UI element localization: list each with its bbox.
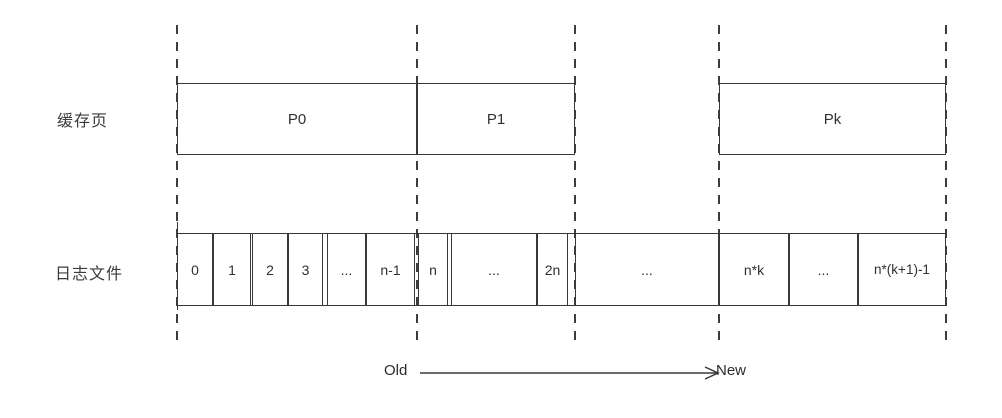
dashed-boundary-line xyxy=(176,25,178,341)
log-cell: 2 xyxy=(252,234,288,305)
log-cell-label: ... xyxy=(641,261,653,278)
log-cell: n xyxy=(418,234,448,305)
new-label: New xyxy=(716,362,747,379)
log-cell: n-1 xyxy=(366,234,415,305)
cache-page-label: P0 xyxy=(287,110,307,128)
cache-page-label: Pk xyxy=(823,110,842,128)
dashed-boundary-line xyxy=(574,25,576,341)
log-cell-ellipsis: ... xyxy=(789,234,858,305)
log-file-strip: 0 1 2 3 ... n-1 n ... 2n ... n*k ... n*(… xyxy=(177,233,946,306)
cache-page-box-p0: P0 xyxy=(177,83,417,155)
log-cell-label: ... xyxy=(488,261,500,278)
log-file-row-label: 日志文件 xyxy=(55,266,124,283)
dashed-boundary-line xyxy=(718,25,720,341)
log-cell-ellipsis: ... xyxy=(451,234,537,305)
log-cell: 2n xyxy=(537,234,568,305)
log-cell-label: n-1 xyxy=(380,261,401,278)
old-to-new-arrow xyxy=(420,366,720,380)
log-cell-label: 0 xyxy=(191,261,199,278)
log-cell: n*(k+1)-1 xyxy=(858,234,946,305)
dashed-boundary-line xyxy=(416,25,418,341)
log-cell-label: n xyxy=(429,261,437,278)
log-cell: 0 xyxy=(177,234,213,305)
log-cell: n*k xyxy=(719,234,789,305)
dashed-boundary-line xyxy=(945,25,947,341)
log-cell-label: ... xyxy=(340,261,353,278)
cache-page-box-p1: P1 xyxy=(417,83,575,155)
log-cell: 3 xyxy=(288,234,323,305)
log-cell-label: 3 xyxy=(301,261,310,278)
log-cell-label: 2n xyxy=(544,261,561,278)
log-cell-label: n*(k+1)-1 xyxy=(874,262,930,277)
log-cell-label: 2 xyxy=(266,261,274,278)
cache-page-box-pk: Pk xyxy=(719,83,946,155)
log-cell-label: ... xyxy=(817,261,830,278)
log-cell-ellipsis: ... xyxy=(327,234,366,305)
cache-page-label: P1 xyxy=(486,110,506,128)
log-cell: 1 xyxy=(213,234,251,305)
log-cell-label: n*k xyxy=(743,261,765,278)
log-cell-ellipsis: ... xyxy=(575,234,719,305)
log-cell-label: 1 xyxy=(228,261,236,278)
old-label: Old xyxy=(384,362,408,379)
cache-pages-row-label: 缓存页 xyxy=(57,113,109,130)
